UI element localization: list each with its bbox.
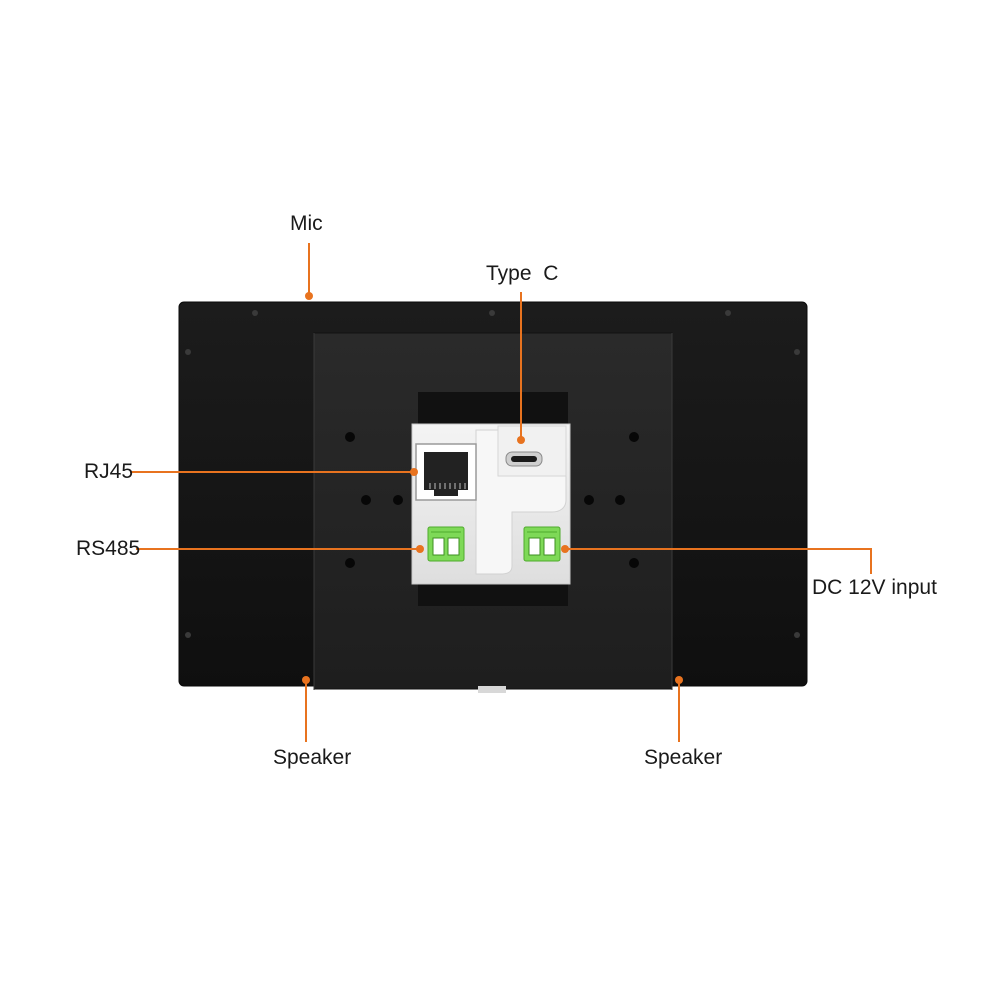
dc-input-terminal-block [523, 526, 561, 562]
rs485-label: RS485 [76, 537, 141, 560]
rj45-label: RJ45 [84, 460, 134, 483]
rj45-port [415, 443, 477, 501]
usb-type-c-port [505, 451, 543, 467]
speaker-left-label: Speaker [273, 746, 352, 769]
mic-label: Mic [290, 212, 323, 235]
dc-input-label: DC 12V input [812, 576, 937, 599]
speaker-right-label: Speaker [644, 746, 723, 769]
rs485-terminal-block [427, 526, 465, 562]
dc-input-callout-line [565, 548, 872, 574]
callout-dots [302, 292, 683, 684]
mounting-holes [345, 432, 639, 568]
bottom-tab [478, 686, 506, 693]
panel-screws [185, 310, 800, 638]
type-c-label: Type C [486, 262, 559, 285]
